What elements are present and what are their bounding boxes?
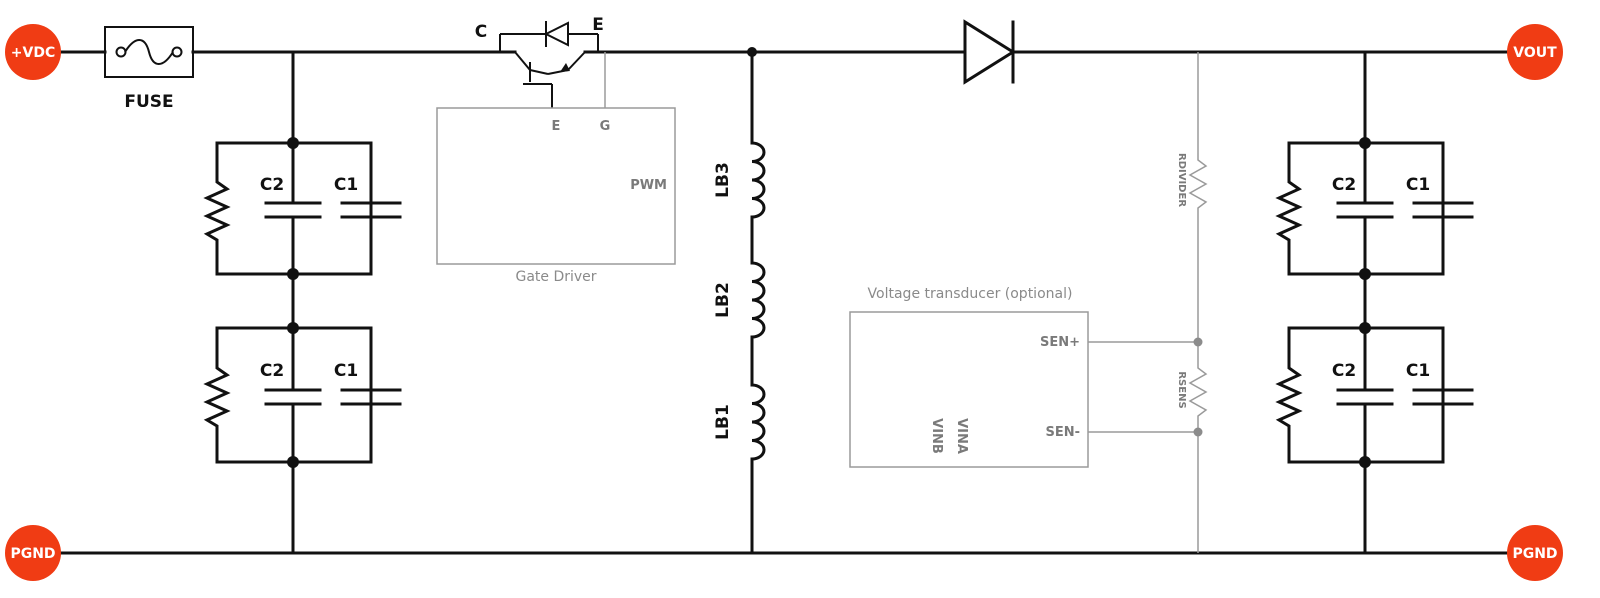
igbt-emitter-arrow [560, 63, 570, 72]
inductor-lb3-label: LB3 [713, 162, 733, 198]
inductor-lb1-label: LB1 [713, 404, 733, 440]
fuse-symbol [104, 26, 194, 78]
inductor-lb1 [750, 383, 766, 461]
inductor-lb3 [750, 141, 766, 219]
gate-driver-pin-pwm: PWM [630, 178, 667, 193]
input-cap-lower-c2-label: C2 [260, 361, 284, 381]
voltage-transducer-title: Voltage transducer (optional) [868, 286, 1073, 302]
terminal-pgnd-left-label: PGND [10, 546, 55, 562]
igbt-emitter-label: E [592, 15, 604, 35]
rdivider-label: RDIVIDER [1176, 153, 1187, 207]
output-cap-upper-c1-label: C1 [1406, 175, 1430, 195]
terminal-vin-label: +VDC [11, 45, 55, 61]
transducer-sen-plus: SEN+ [1040, 335, 1080, 350]
igbt-collector-label: C [475, 22, 487, 42]
transducer-sen-minus: SEN- [1045, 425, 1080, 440]
gate-driver-box [436, 107, 676, 265]
transducer-vinb: VINB [929, 418, 944, 454]
output-cap-lower-c1-label: C1 [1406, 361, 1430, 381]
input-cap-upper-c1-label: C1 [334, 175, 358, 195]
transducer-vina: VINA [954, 418, 969, 454]
gate-driver-title: Gate Driver [515, 269, 596, 285]
igbt-antiparallel-diode [543, 21, 569, 47]
igbt-symbol [490, 33, 605, 108]
output-cap-bank-lower [1275, 326, 1474, 464]
output-cap-upper-c2-label: C2 [1332, 175, 1356, 195]
output-cap-bank-upper [1275, 141, 1474, 276]
terminal-vout-label: VOUT [1513, 45, 1557, 61]
terminal-pgnd-left: PGND [5, 525, 61, 581]
sense-network [1088, 52, 1208, 553]
gate-driver-pin-g: G [600, 119, 611, 134]
main-wiring [58, 50, 1514, 555]
inductor-lb2 [750, 261, 766, 339]
junction-dots [287, 47, 1371, 468]
fuse-label: FUSE [124, 92, 173, 112]
input-cap-upper-c2-label: C2 [260, 175, 284, 195]
gate-driver-pin-e: E [552, 119, 561, 134]
rsens-label: RSENS [1176, 371, 1187, 408]
input-cap-bank-upper [203, 141, 402, 276]
boost-diode [963, 19, 1016, 85]
voltage-transducer-box [849, 311, 1089, 468]
terminal-pgnd-right: PGND [1507, 525, 1563, 581]
inductor-lb2-label: LB2 [713, 282, 733, 318]
terminal-vout: VOUT [1507, 24, 1563, 80]
output-cap-lower-c2-label: C2 [1332, 361, 1356, 381]
input-cap-bank-lower [203, 326, 402, 464]
terminal-vin: +VDC [5, 24, 61, 80]
terminal-pgnd-right-label: PGND [1512, 546, 1557, 562]
input-cap-lower-c1-label: C1 [334, 361, 358, 381]
